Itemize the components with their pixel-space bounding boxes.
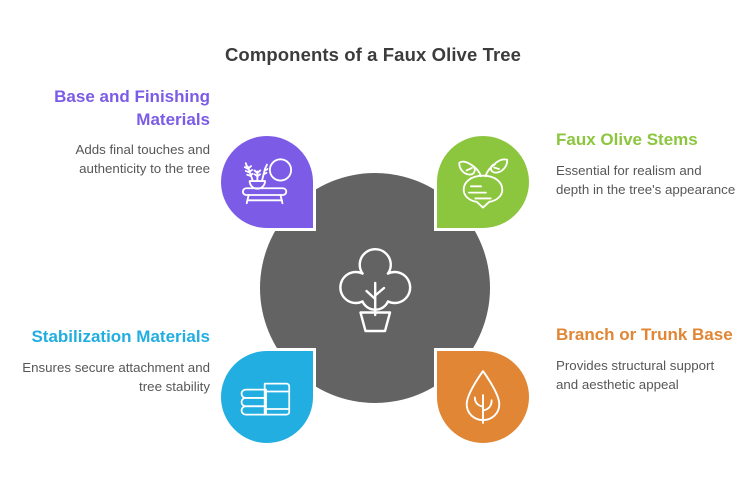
node-heading: Base and Finishing Materials (54, 87, 210, 129)
node-heading: Faux Olive Stems (556, 130, 698, 149)
stacked-sacks-icon (238, 372, 296, 422)
page-title: Components of a Faux Olive Tree (224, 44, 522, 65)
leaf-icon (460, 368, 506, 426)
node-heading: Branch or Trunk Base (556, 325, 733, 344)
console-table-plant-mirror-icon (237, 155, 297, 209)
node-text-base-and-finishing-materials: Base and Finishing Materials Adds final … (14, 86, 210, 179)
node-description: Essential for realism and depth in the t… (556, 162, 736, 197)
potted-tree-icon (333, 243, 417, 333)
node-text-stabilization-materials: Stabilization Materials Ensures secure a… (14, 326, 210, 396)
node-description: Provides structural support and aestheti… (556, 357, 715, 392)
node-text-branch-or-trunk-base: Branch or Trunk Base Provides structural… (556, 324, 738, 394)
node-description: Adds final touches and authenticity to t… (75, 142, 210, 177)
node-description: Ensures secure attachment and tree stabi… (22, 359, 210, 394)
badge-faux-olive-stems[interactable] (434, 133, 532, 231)
badge-branch-or-trunk-base[interactable] (434, 348, 532, 446)
node-heading: Stabilization Materials (31, 327, 210, 346)
badge-base-and-finishing-materials[interactable] (218, 133, 316, 231)
node-text-faux-olive-stems: Faux Olive Stems Essential for realism a… (556, 129, 738, 199)
badge-stabilization-materials[interactable] (218, 348, 316, 446)
beet-plant-icon (454, 154, 512, 210)
